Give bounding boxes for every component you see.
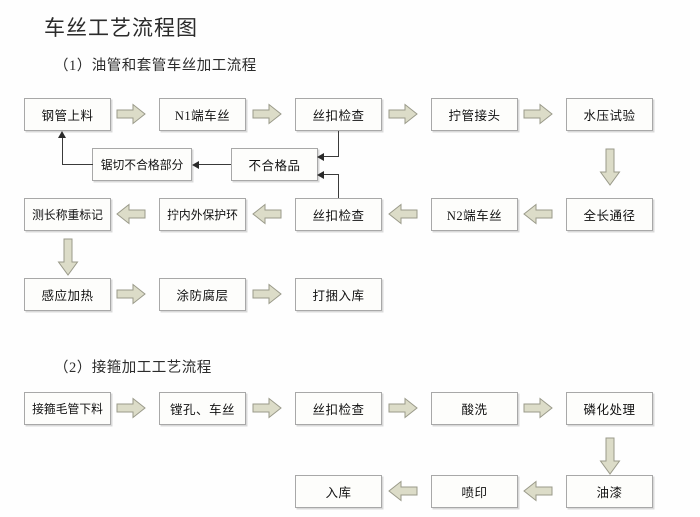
arrow-right-icon	[388, 397, 418, 419]
arrow-left-icon	[317, 153, 324, 161]
arrow-right-icon	[116, 103, 146, 125]
arrow-left-icon	[116, 203, 146, 225]
arrow-right-icon	[252, 397, 282, 419]
node-coupling-makeup[interactable]: 拧管接头	[431, 98, 518, 131]
arrow-down-icon	[599, 437, 621, 475]
node-marking[interactable]: 喷印	[431, 475, 518, 508]
node-boring-threading[interactable]: 镗孔、车丝	[159, 392, 246, 425]
arrow-left-icon	[192, 161, 199, 169]
node-bundle-warehousing[interactable]: 打捆入库	[295, 278, 382, 311]
node-thread-inspection-1[interactable]: 丝扣检查	[295, 98, 382, 131]
node-n1-end-threading[interactable]: N1端车丝	[159, 98, 246, 131]
arrow-down-icon	[57, 238, 79, 276]
arrow-right-icon	[523, 397, 553, 419]
arrow-right-icon	[252, 103, 282, 125]
connector-saw-to-loading-h	[62, 164, 93, 165]
node-thread-inspection-3[interactable]: 丝扣检查	[295, 392, 382, 425]
connector-inspect2-to-reject-v	[338, 174, 339, 198]
node-steel-pipe-loading[interactable]: 钢管上料	[24, 98, 111, 131]
arrow-left-icon	[252, 203, 282, 225]
arrow-right-icon	[252, 283, 282, 305]
connector-inspect1-to-reject-v	[338, 131, 339, 156]
node-coupling-blank-cutting[interactable]: 接箍毛管下料	[24, 392, 111, 425]
node-hydrostatic-test[interactable]: 水压试验	[566, 98, 653, 131]
arrow-left-icon	[523, 480, 553, 502]
arrow-left-icon	[523, 203, 553, 225]
arrow-left-icon	[317, 171, 324, 179]
connector-inspect2-to-reject-h	[324, 174, 339, 175]
node-pickling[interactable]: 酸洗	[431, 392, 518, 425]
node-n2-end-threading[interactable]: N2端车丝	[431, 198, 518, 231]
arrow-left-icon	[388, 480, 418, 502]
node-install-protectors[interactable]: 拧内外保护环	[159, 198, 246, 231]
node-induction-heating[interactable]: 感应加热	[24, 278, 111, 311]
node-saw-off-defect[interactable]: 锯切不合格部分	[92, 148, 192, 181]
connector-saw-to-loading-v	[62, 137, 63, 165]
arrow-down-icon	[599, 148, 621, 186]
connector-reject-to-saw	[199, 164, 231, 165]
arrow-up-icon	[58, 131, 66, 138]
node-full-length-drift[interactable]: 全长通径	[566, 198, 653, 231]
node-nonconforming-product[interactable]: 不合格品	[231, 148, 318, 181]
section-2-heading: （2）接箍加工工艺流程	[54, 360, 212, 376]
arrow-right-icon	[388, 103, 418, 125]
node-painting[interactable]: 油漆	[566, 475, 653, 508]
arrow-right-icon	[116, 397, 146, 419]
node-phosphating[interactable]: 磷化处理	[566, 392, 653, 425]
arrow-right-icon	[523, 103, 553, 125]
arrow-left-icon	[388, 203, 418, 225]
node-thread-inspection-2[interactable]: 丝扣检查	[295, 198, 382, 231]
node-anticorrosion-coating[interactable]: 涂防腐层	[159, 278, 246, 311]
node-measure-weigh-mark[interactable]: 测长称重标记	[24, 198, 111, 231]
section-1-heading: （1）油管和套管车丝加工流程	[54, 58, 257, 74]
node-warehousing[interactable]: 入库	[295, 475, 382, 508]
connector-inspect1-to-reject-h	[324, 156, 339, 157]
arrow-right-icon	[116, 283, 146, 305]
page-title: 车丝工艺流程图	[44, 16, 198, 40]
